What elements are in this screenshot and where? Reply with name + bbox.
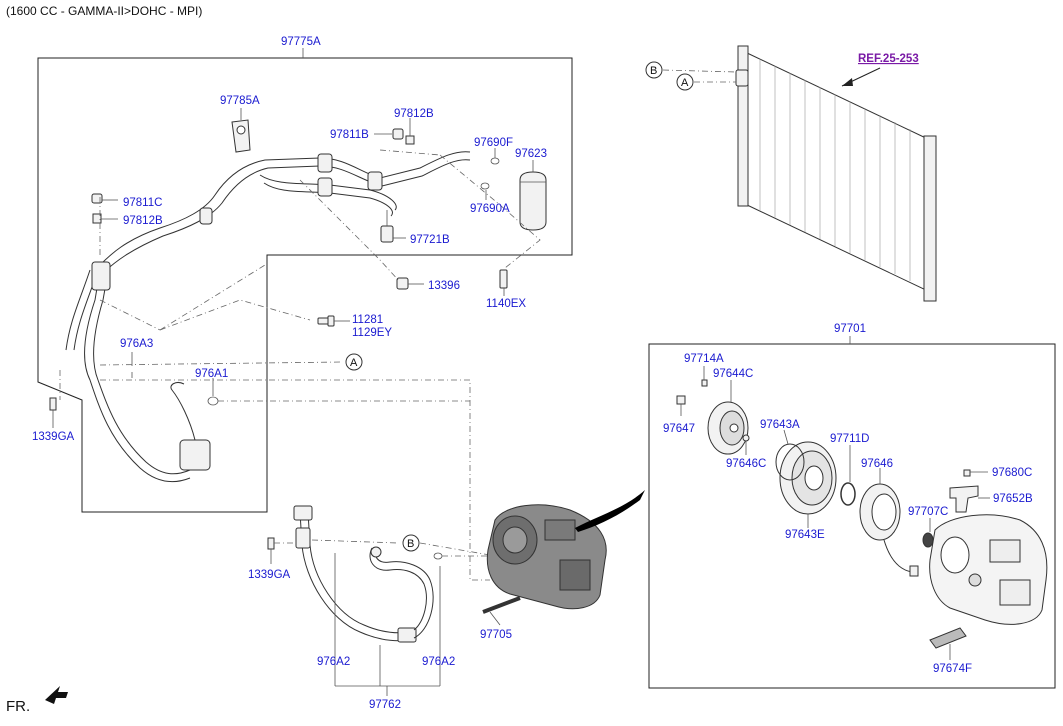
leader-lines-left: [59, 149, 541, 581]
bracket-97762: [334, 553, 441, 696]
label-97811b[interactable]: 97811B: [330, 129, 369, 141]
front-label: FR.: [6, 698, 30, 715]
label-97690f[interactable]: 97690F: [474, 137, 513, 149]
label-97623[interactable]: 97623: [515, 148, 547, 160]
label-976a3[interactable]: 976A3: [120, 338, 153, 350]
nut-13396: [396, 277, 424, 290]
o-ring-976a1: [207, 396, 219, 406]
label-976a2-left[interactable]: 976A2: [317, 656, 350, 668]
o-ring-97690a: [480, 182, 490, 200]
o-ring-lower: [433, 552, 443, 560]
leader-lines-condenser: [662, 69, 737, 83]
label-97701[interactable]: 97701: [834, 323, 866, 335]
callout-b-condenser-label: B: [650, 65, 657, 77]
leader-lines-lower: [274, 539, 491, 557]
label-97705[interactable]: 97705: [480, 629, 512, 641]
pointer-arrow: [575, 490, 645, 532]
bolt-97812b-top: [405, 118, 415, 145]
label-1339ga-lower[interactable]: 1339GA: [248, 569, 291, 581]
o-ring-97643a: [775, 429, 805, 481]
suction-hose: [65, 261, 211, 483]
label-97785a[interactable]: 97785A: [220, 95, 260, 107]
bolt-97705: [482, 596, 521, 626]
receiver-drier: [519, 160, 547, 231]
label-976a2-right[interactable]: 976A2: [422, 656, 455, 668]
bolt-97680c: [963, 469, 988, 477]
label-97652b[interactable]: 97652B: [993, 493, 1033, 505]
callout-a-left: A: [345, 353, 363, 371]
label-97812b-top[interactable]: 97812B: [394, 108, 434, 120]
liquid-hose: [293, 505, 434, 643]
discharge-pipe: [99, 151, 471, 273]
label-97647[interactable]: 97647: [663, 423, 695, 435]
ref-arrow: [841, 67, 881, 87]
label-1129ey[interactable]: 1129EY: [352, 327, 392, 339]
label-97721b[interactable]: 97721B: [410, 234, 450, 246]
label-97707c[interactable]: 97707C: [908, 506, 948, 518]
label-11281[interactable]: 11281: [352, 314, 383, 326]
label-1140ex[interactable]: 1140EX: [486, 298, 526, 310]
relief-valve-97674f: [929, 627, 967, 660]
o-ring-97707c: [922, 518, 934, 548]
label-13396[interactable]: 13396: [428, 280, 460, 292]
callout-a-condenser: A: [676, 73, 694, 91]
header-title: (1600 CC - GAMMA-II>DOHC - MPI): [6, 4, 202, 18]
clip-1339ga-left: [49, 397, 57, 411]
label-1339ga-left[interactable]: 1339GA: [32, 431, 75, 443]
hose-assembly-frame: [37, 48, 573, 513]
pressure-switch: [380, 210, 406, 243]
label-97690a[interactable]: 97690A: [470, 203, 510, 215]
label-97711d[interactable]: 97711D: [830, 433, 869, 445]
compressor: [486, 504, 607, 610]
snap-ring-97711d: [840, 445, 856, 506]
o-ring-97690f: [490, 148, 500, 165]
label-97680c[interactable]: 97680C: [992, 467, 1032, 479]
callout-a-condenser-label: A: [681, 77, 689, 89]
callout-b-lower-label: B: [407, 538, 414, 550]
clutch-pulley: [779, 441, 837, 515]
label-97643a[interactable]: 97643A: [760, 419, 800, 431]
bolt-97812b-left: [92, 213, 118, 224]
label-97775a[interactable]: 97775A: [281, 36, 321, 48]
nut-97811b: [374, 128, 404, 140]
bracket-97652b: [949, 485, 990, 513]
callout-b-lower: B: [402, 534, 420, 552]
ref-label[interactable]: REF.25-253: [858, 53, 919, 65]
label-97714a[interactable]: 97714A: [684, 353, 724, 365]
callout-a-left-label: A: [350, 357, 358, 369]
label-97644c[interactable]: 97644C: [713, 368, 753, 380]
compressor-body-detail: [929, 514, 1048, 625]
label-97646[interactable]: 97646: [861, 458, 893, 470]
field-coil: [859, 468, 919, 577]
nut-97811c: [91, 193, 118, 204]
label-97811c[interactable]: 97811C: [123, 197, 162, 209]
shim-97646c: [742, 434, 750, 442]
bolt-97647: [676, 395, 686, 416]
label-97674f[interactable]: 97674F: [933, 663, 972, 675]
hose-bracket: [231, 108, 251, 153]
condenser: [735, 45, 937, 302]
label-976a1[interactable]: 976A1: [195, 368, 228, 380]
bolt-11281: [317, 315, 350, 327]
clip-1339ga-lower: [267, 537, 275, 550]
callout-b-condenser: B: [645, 61, 663, 79]
bolt-1140ex: [499, 269, 508, 296]
front-direction-arrow: [45, 686, 68, 704]
screw-97714a: [701, 366, 708, 387]
label-97643e[interactable]: 97643E: [785, 529, 825, 541]
label-97812b-left[interactable]: 97812B: [123, 215, 163, 227]
clutch-hub: [707, 401, 749, 455]
label-97646c[interactable]: 97646C: [726, 458, 766, 470]
compressor-detail-frame: [648, 343, 1056, 689]
label-97762[interactable]: 97762: [369, 699, 401, 711]
